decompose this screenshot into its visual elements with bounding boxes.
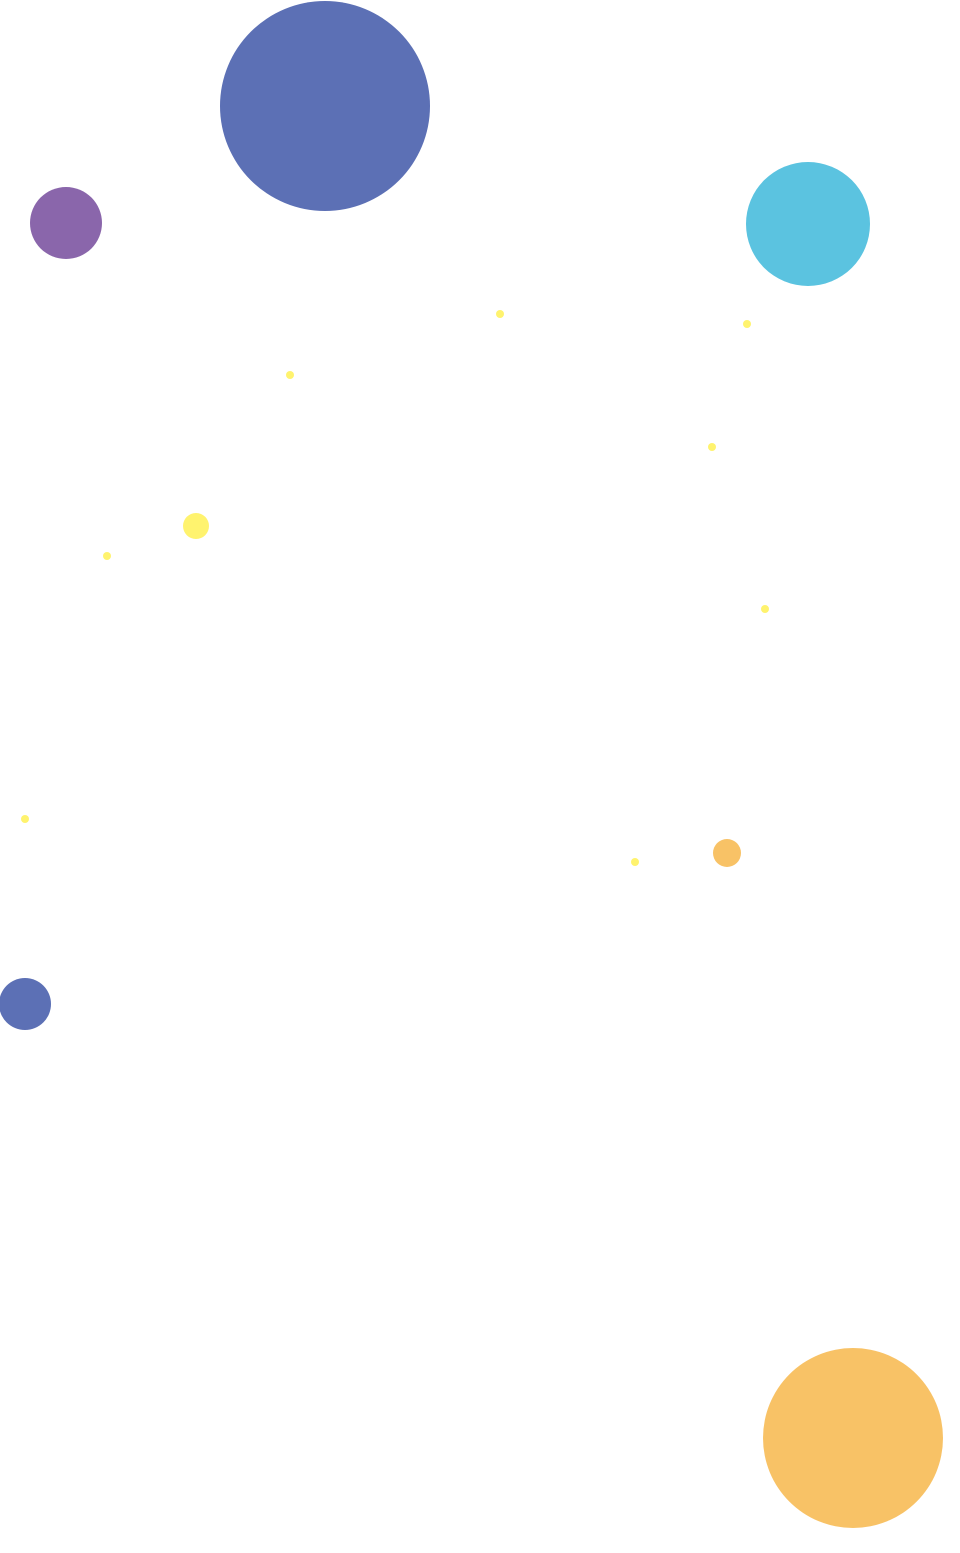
small-indigo-circle: [0, 978, 51, 1030]
large-amber-circle: [763, 1348, 943, 1528]
tiny-yellow-dot-1: [496, 310, 504, 318]
tiny-yellow-dot-3: [286, 371, 294, 379]
purple-circle: [30, 187, 102, 259]
tiny-yellow-dot-7: [21, 815, 29, 823]
large-indigo-circle: [220, 1, 430, 211]
tiny-yellow-dot-8: [631, 858, 639, 866]
tiny-yellow-dot-6: [761, 605, 769, 613]
tiny-yellow-dot-2: [743, 320, 751, 328]
cyan-circle: [746, 162, 870, 286]
tiny-yellow-dot-4: [708, 443, 716, 451]
small-amber-dot: [713, 839, 741, 867]
tiny-yellow-dot-5: [103, 552, 111, 560]
yellow-dot: [183, 513, 209, 539]
